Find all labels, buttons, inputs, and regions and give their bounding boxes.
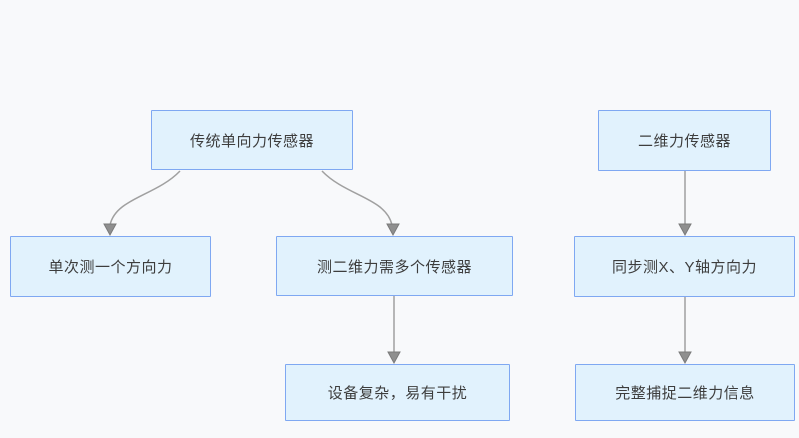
arrowhead-traditional-to-multi xyxy=(386,223,400,237)
node-label-complex-interference: 设备复杂，易有干扰 xyxy=(327,385,468,402)
flow-node-2d-sensor: 二维力传感器 xyxy=(598,110,771,171)
flow-node-multi-sensor-needed: 测二维力需多个传感器 xyxy=(276,236,513,296)
arrowhead-multi-to-complex xyxy=(387,351,401,365)
flow-node-sync-xy: 同步测X、Y轴方向力 xyxy=(574,236,795,297)
node-label-single-direction: 单次测一个方向力 xyxy=(48,259,173,276)
edge-traditional-to-single xyxy=(109,170,181,226)
flow-node-complex-interference: 设备复杂，易有干扰 xyxy=(285,364,510,421)
node-label-full-capture: 完整捕捉二维力信息 xyxy=(615,385,755,402)
flow-node-full-capture: 完整捕捉二维力信息 xyxy=(575,364,795,421)
arrowhead-2d-to-sync xyxy=(678,223,692,237)
node-label-traditional-sensor: 传统单向力传感器 xyxy=(189,132,314,150)
node-label-2d-sensor: 二维力传感器 xyxy=(637,133,731,150)
arrowhead-sync-to-capture xyxy=(678,351,692,365)
flow-node-single-direction: 单次测一个方向力 xyxy=(10,236,211,297)
flow-node-traditional-sensor: 传统单向力传感器 xyxy=(151,110,353,170)
node-label-sync-xy: 同步测X、Y轴方向力 xyxy=(611,259,757,276)
node-label-multi-sensor-needed: 测二维力需多个传感器 xyxy=(316,258,472,276)
edge-traditional-to-multi xyxy=(321,170,393,226)
arrowhead-traditional-to-single xyxy=(103,223,117,237)
